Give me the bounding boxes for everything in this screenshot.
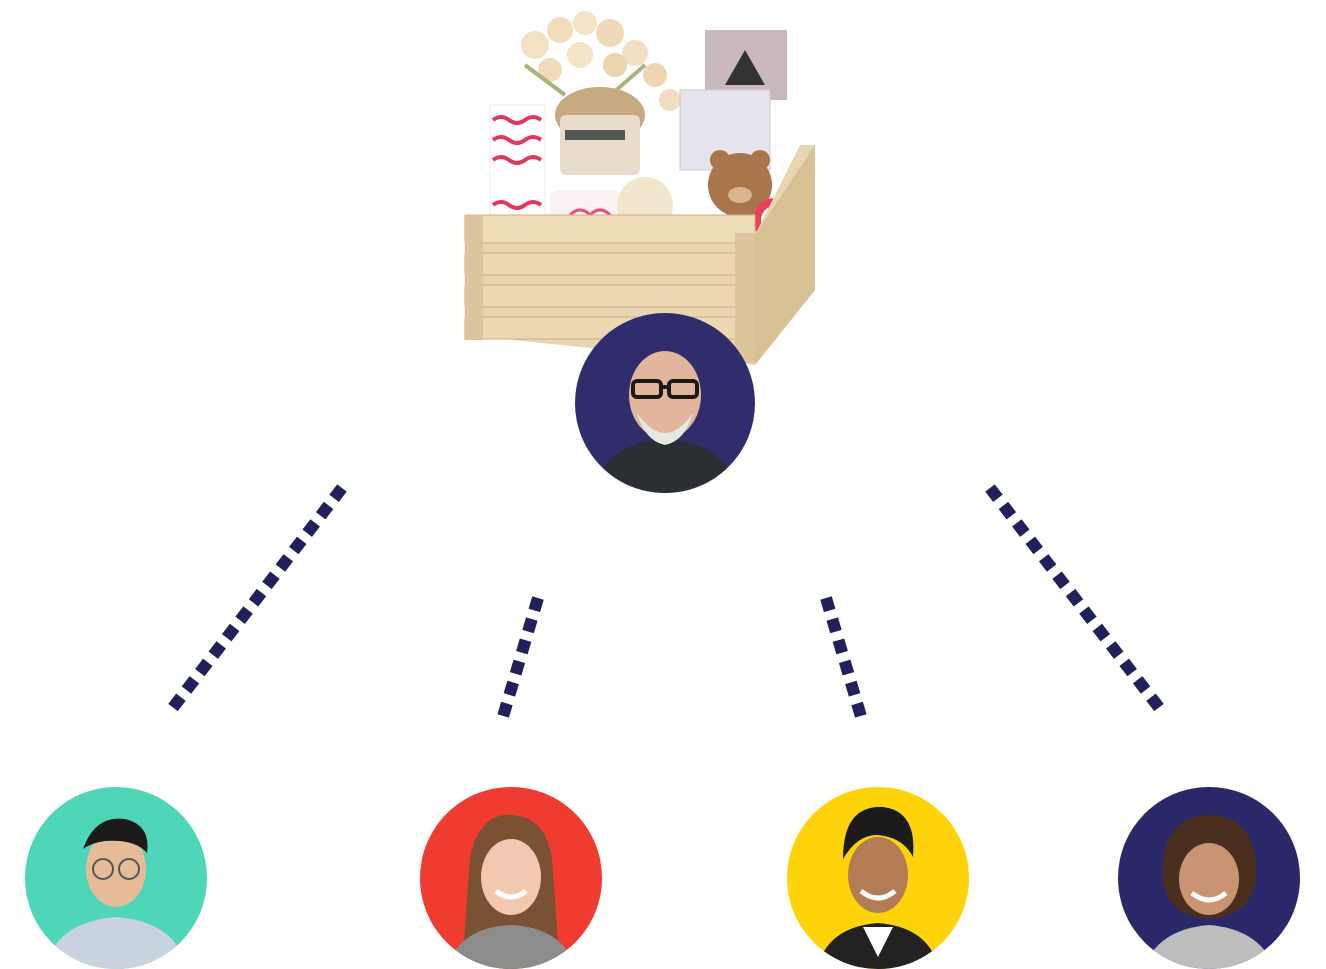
person-icon xyxy=(45,818,187,969)
recipient-avatar-3 xyxy=(787,787,969,969)
recipient-avatar-1 xyxy=(25,787,207,969)
connector-line-4 xyxy=(985,484,1169,718)
person-icon xyxy=(1143,815,1275,969)
connector-line-2 xyxy=(496,596,544,722)
person-icon xyxy=(817,806,939,969)
sender-avatar xyxy=(575,313,755,493)
gift-crate-icon xyxy=(464,11,815,365)
connector-line-3 xyxy=(820,596,868,722)
flowers xyxy=(521,11,681,111)
recipient-avatar-4 xyxy=(1118,787,1300,969)
person-icon xyxy=(590,351,740,493)
person-icon xyxy=(445,814,577,969)
recipient-avatar-2 xyxy=(420,787,602,969)
connector-line-1 xyxy=(163,484,347,718)
